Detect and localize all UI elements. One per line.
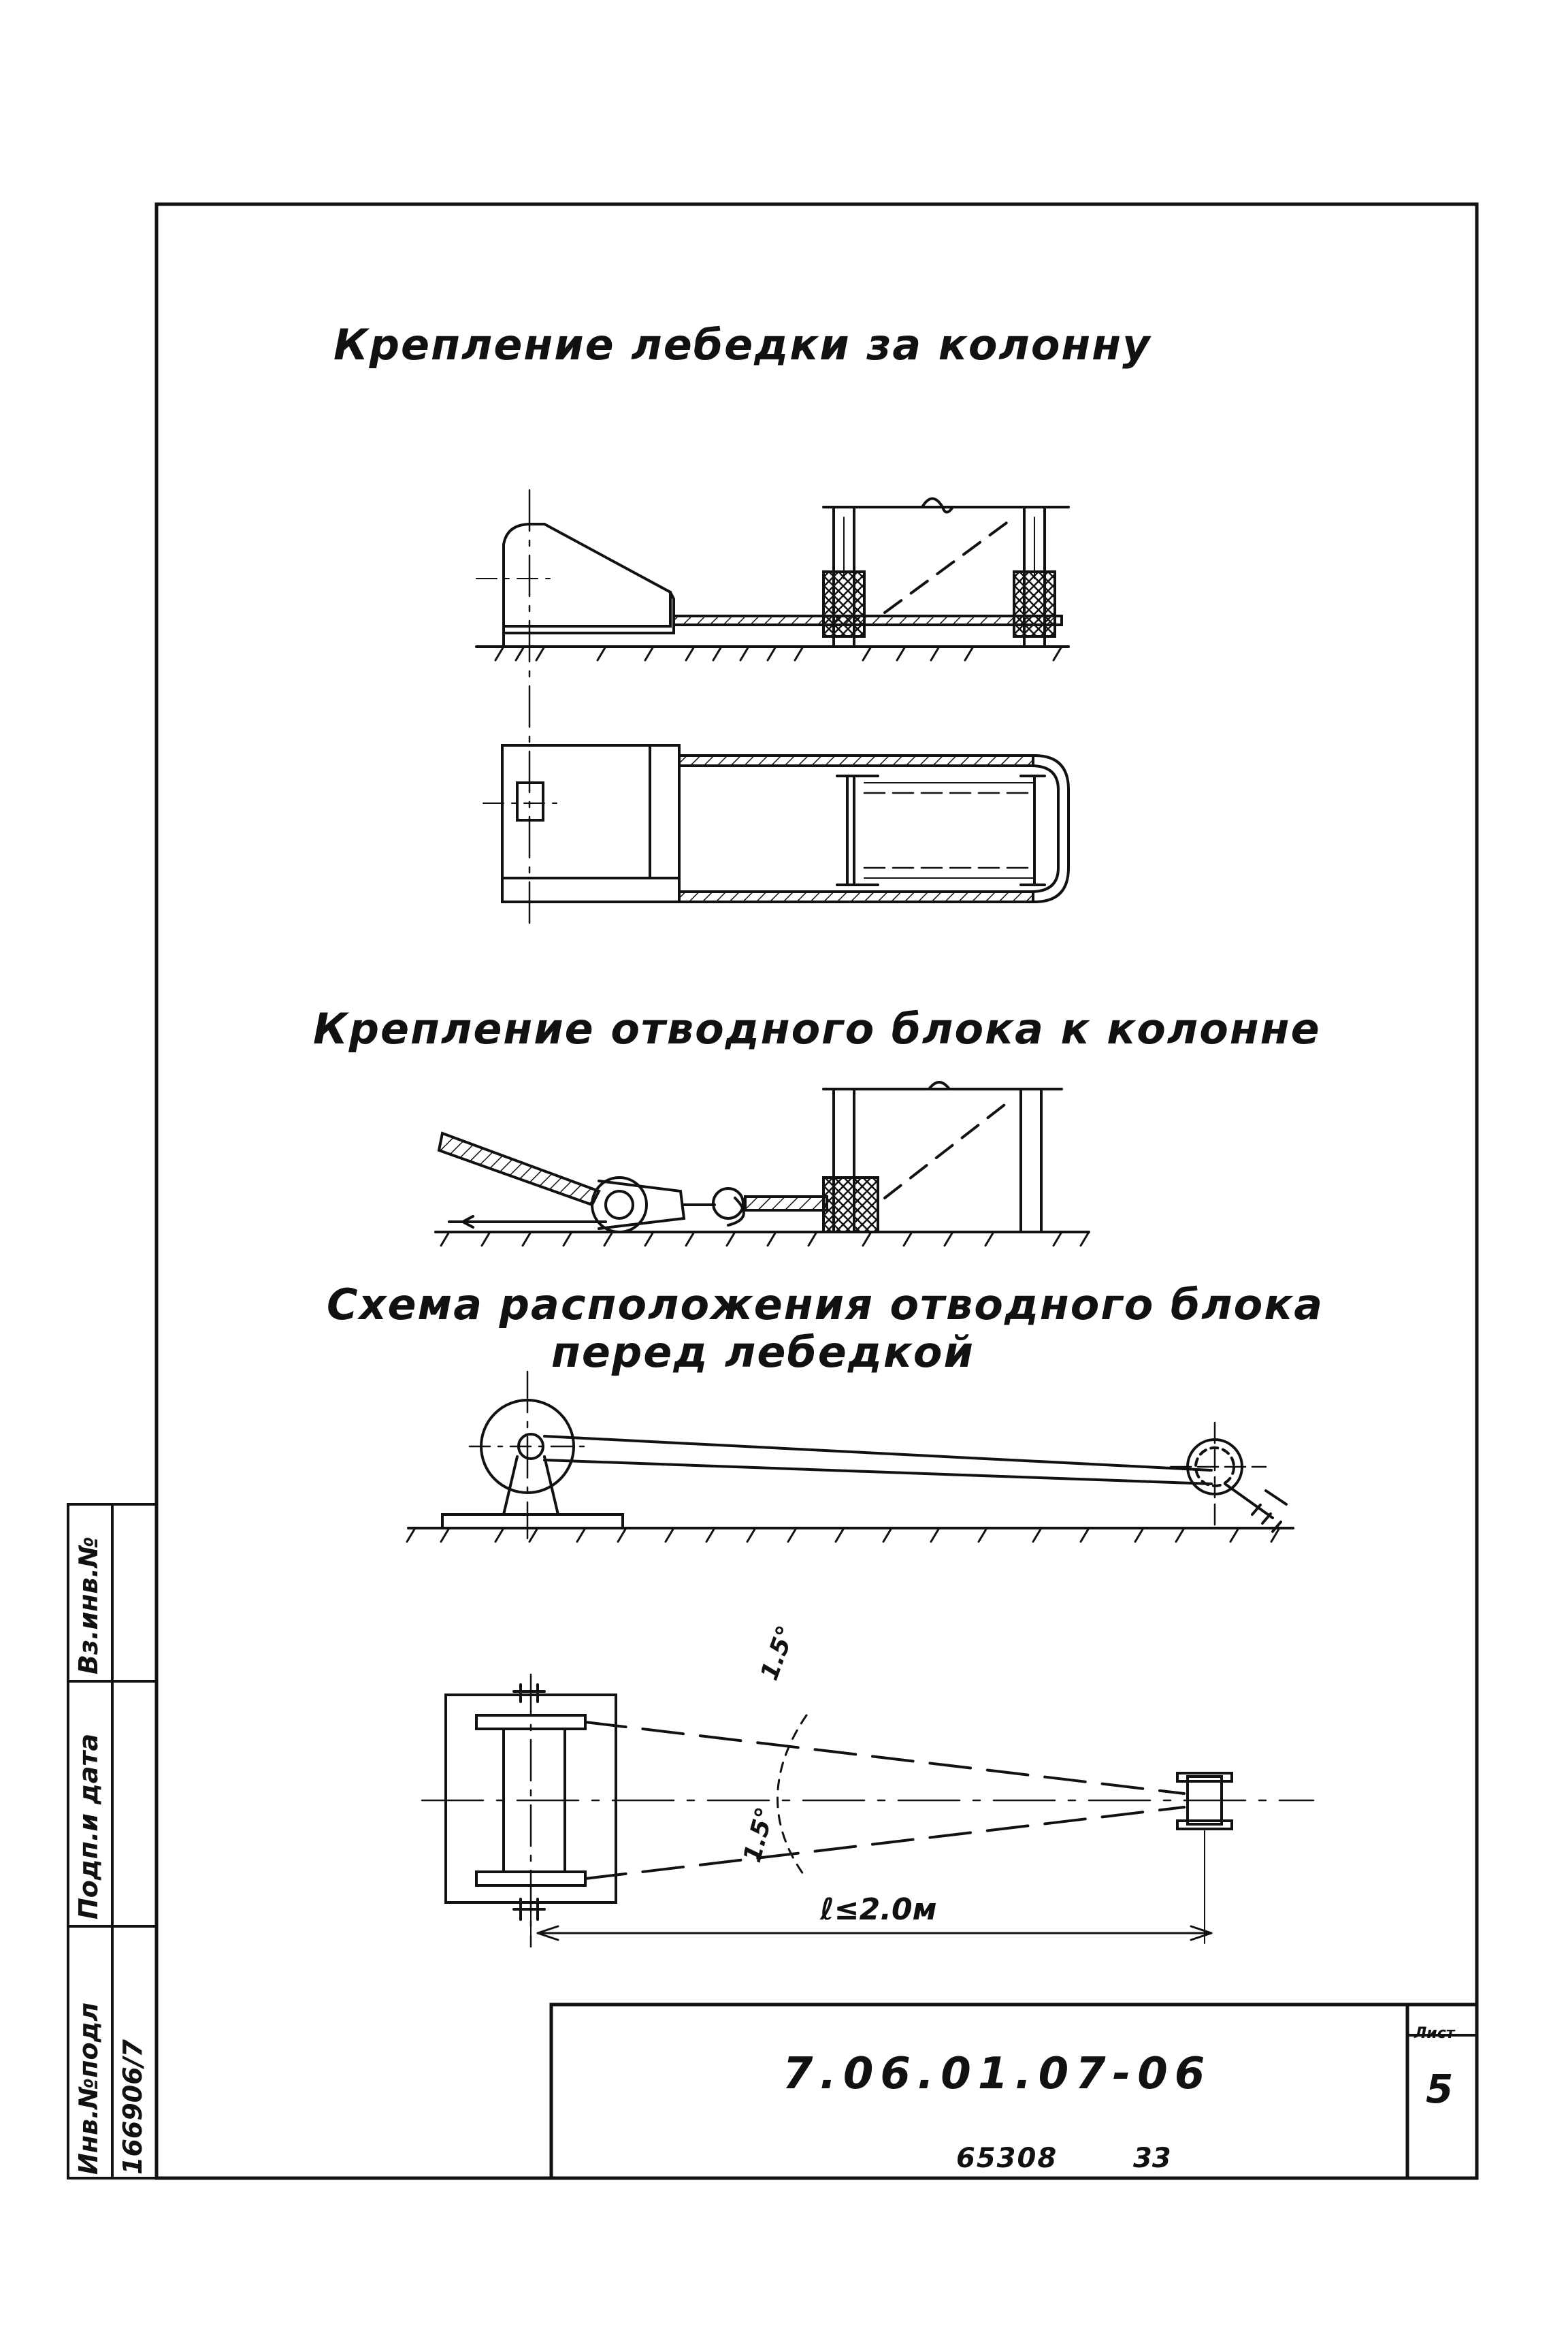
sheet-number: 5 [1426,2066,1454,2112]
winch-side-view [475,497,1070,648]
distance-dimension: ℓ≤2.0м [820,1892,937,1927]
winch-plan-view [483,744,1070,903]
title-block-scheme-line1: Схема расположения отводного блока [327,1280,1324,1329]
title-block [549,2003,1479,2180]
archive-number: 65308 [956,2143,1058,2174]
ground-line-1 [494,645,1063,662]
ground-line-3 [440,1231,1090,1247]
title-winch-mount: Крепление лебедки за колонну [333,320,1152,370]
side-inv-no-value: 166906/7 [118,2039,148,2175]
document-code: 7.06.01.07-06 [783,2049,1212,2099]
title-block-mount: Крепление отводного блока к колонне [313,1004,1321,1054]
page-number: 33 [1133,2143,1171,2174]
side-stamp-table [67,1503,158,2179]
title-block-scheme-line2: перед лебедкой [551,1327,975,1377]
block-mount-view [434,1081,1090,1233]
side-inv-no-label: Инв.№подл [74,2002,103,2175]
ground-line-4 [406,1527,1281,1543]
scheme-plan [421,1673,1315,1948]
side-sign-date-label: Подп.и дата [74,1733,103,1919]
sheet-frame [154,202,1479,2180]
scheme-elevation [407,1370,1294,1540]
side-replaced-label: Вз.инв.№ [74,1536,103,1674]
sheet-label: Лист [1414,2025,1455,2042]
